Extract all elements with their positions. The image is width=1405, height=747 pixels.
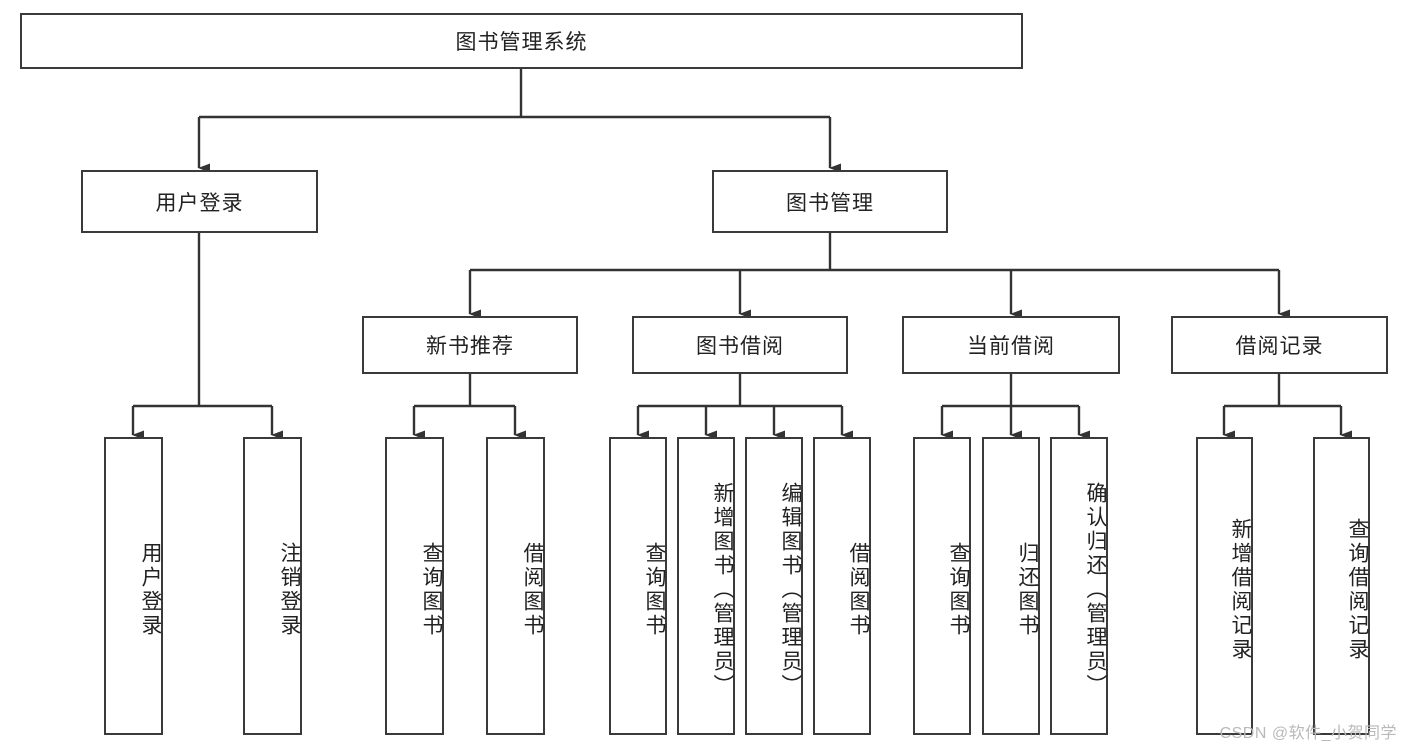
node-leaf-edit-book[interactable]: 编辑图书（管理员） [745,437,803,735]
leaf-label: 查询图书 [420,542,443,638]
node-user-login[interactable]: 用户登录 [81,170,318,233]
leaf-label: 借阅图书 [847,542,870,638]
leaf-label: 新增图书（管理员） [711,482,734,698]
leaf-label: 查询图书 [643,542,666,638]
node-leaf-query-book-2[interactable]: 查询图书 [609,437,667,735]
leaf-label: 确认归还（管理员） [1084,482,1107,698]
node-leaf-confirm-return[interactable]: 确认归还（管理员） [1050,437,1108,735]
node-leaf-query-book-1[interactable]: 查询图书 [385,437,444,735]
leaf-label: 归还图书 [1016,542,1039,638]
node-leaf-borrow-book-1[interactable]: 借阅图书 [486,437,545,735]
node-book-manage[interactable]: 图书管理 [712,170,948,233]
node-borrow-record[interactable]: 借阅记录 [1171,316,1388,374]
leaf-label: 查询借阅记录 [1346,518,1369,662]
node-leaf-logout-login[interactable]: 注销登录 [243,437,302,735]
node-current-borrow[interactable]: 当前借阅 [902,316,1120,374]
node-leaf-return-book[interactable]: 归还图书 [982,437,1040,735]
leaf-label: 注销登录 [278,542,301,638]
leaf-label: 新增借阅记录 [1229,518,1252,662]
node-leaf-query-book-3[interactable]: 查询图书 [913,437,971,735]
leaf-label: 用户登录 [139,542,162,638]
node-new-book-recommend[interactable]: 新书推荐 [362,316,578,374]
node-book-borrow[interactable]: 图书借阅 [632,316,848,374]
leaf-label: 借阅图书 [521,542,544,638]
node-leaf-user-login[interactable]: 用户登录 [104,437,163,735]
leaf-label: 编辑图书（管理员） [779,482,802,698]
node-root-system[interactable]: 图书管理系统 [20,13,1023,69]
node-leaf-query-record[interactable]: 查询借阅记录 [1313,437,1370,735]
leaf-label: 查询图书 [947,542,970,638]
node-leaf-borrow-book-2[interactable]: 借阅图书 [813,437,871,735]
csdn-watermark: CSDN @软件_小贺同学 [1219,725,1397,742]
node-leaf-add-book[interactable]: 新增图书（管理员） [677,437,735,735]
node-leaf-add-record[interactable]: 新增借阅记录 [1196,437,1253,735]
